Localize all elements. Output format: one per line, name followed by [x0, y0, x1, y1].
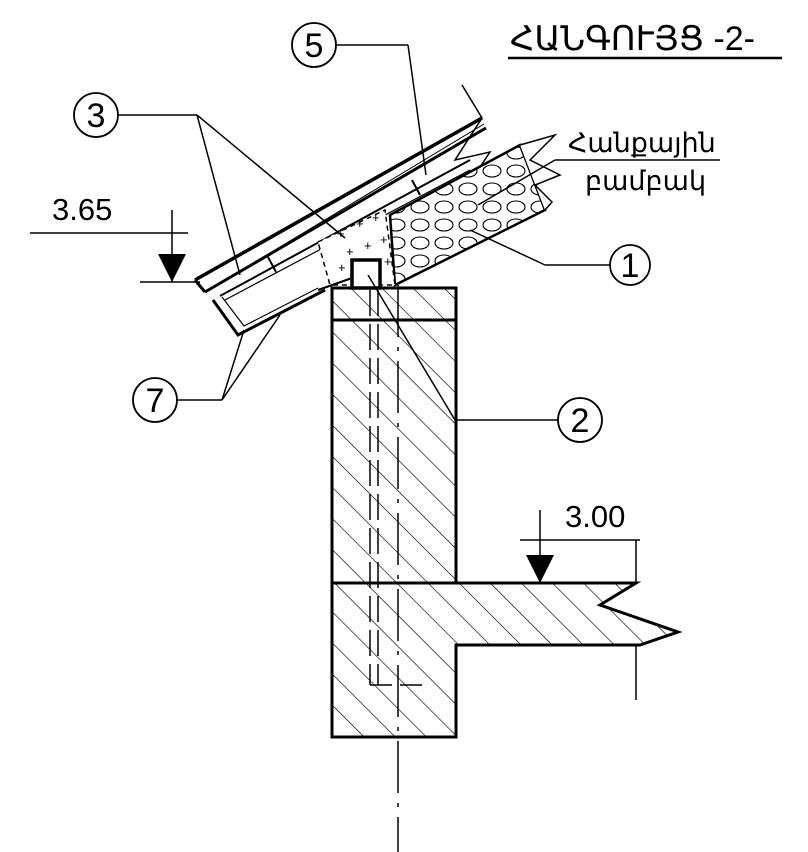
soffit-board: [211, 288, 326, 337]
svg-text:+: +: [356, 216, 364, 231]
rafter-line: [219, 159, 471, 297]
batten: [411, 179, 421, 196]
callout-number: 1: [621, 247, 640, 285]
wall-plate: [350, 258, 382, 290]
callout-7: 7: [132, 314, 281, 423]
svg-text:+: +: [364, 238, 372, 253]
soffit-board: [317, 277, 353, 291]
wall-and-slab: [330, 286, 683, 739]
callout-number: 5: [305, 27, 324, 65]
callout-number: 7: [146, 382, 165, 420]
title-block: ՀԱՆԳՈՒՅՑ -2-: [508, 20, 782, 60]
insulation-break: [519, 133, 562, 211]
callout-3: 3: [73, 92, 346, 276]
svg-text:+: +: [337, 226, 345, 241]
svg-text:+: +: [372, 210, 380, 225]
elevation-marker-top: 3.65: [30, 192, 200, 283]
break-line: [453, 84, 492, 183]
svg-text:+: +: [346, 244, 354, 259]
elevation-marker-bottom: 3.00: [520, 499, 640, 583]
drawing-title: ՀԱՆԳՈՒՅՑ -2-: [510, 20, 755, 58]
svg-text:+: +: [384, 254, 392, 269]
note-line-2: բամբակ: [585, 166, 706, 196]
concrete-structure: [330, 286, 683, 739]
elevation-arrow: [526, 555, 554, 583]
callout-number: 2: [571, 402, 590, 440]
roofing-sheet: [211, 123, 485, 289]
batten: [267, 256, 277, 273]
roofing-sheet: [204, 126, 487, 294]
callout-number: 3: [87, 97, 106, 135]
note-line-1: Հանքային: [568, 128, 716, 158]
soffit-board: [221, 287, 319, 327]
svg-text:+: +: [338, 260, 346, 275]
svg-text:+: +: [380, 232, 388, 247]
callout-2: 2: [367, 274, 603, 443]
elevation-label-bottom: 3.00: [565, 499, 625, 534]
leader-line: [477, 159, 556, 206]
callout-1: 1: [469, 229, 651, 286]
callout-5: 5: [291, 22, 427, 176]
insulation-note: Հանքային բամբակ: [477, 128, 720, 206]
roofing-sheet: [194, 116, 483, 282]
elevation-arrow: [158, 254, 186, 282]
elevation-label-top: 3.65: [52, 192, 112, 227]
